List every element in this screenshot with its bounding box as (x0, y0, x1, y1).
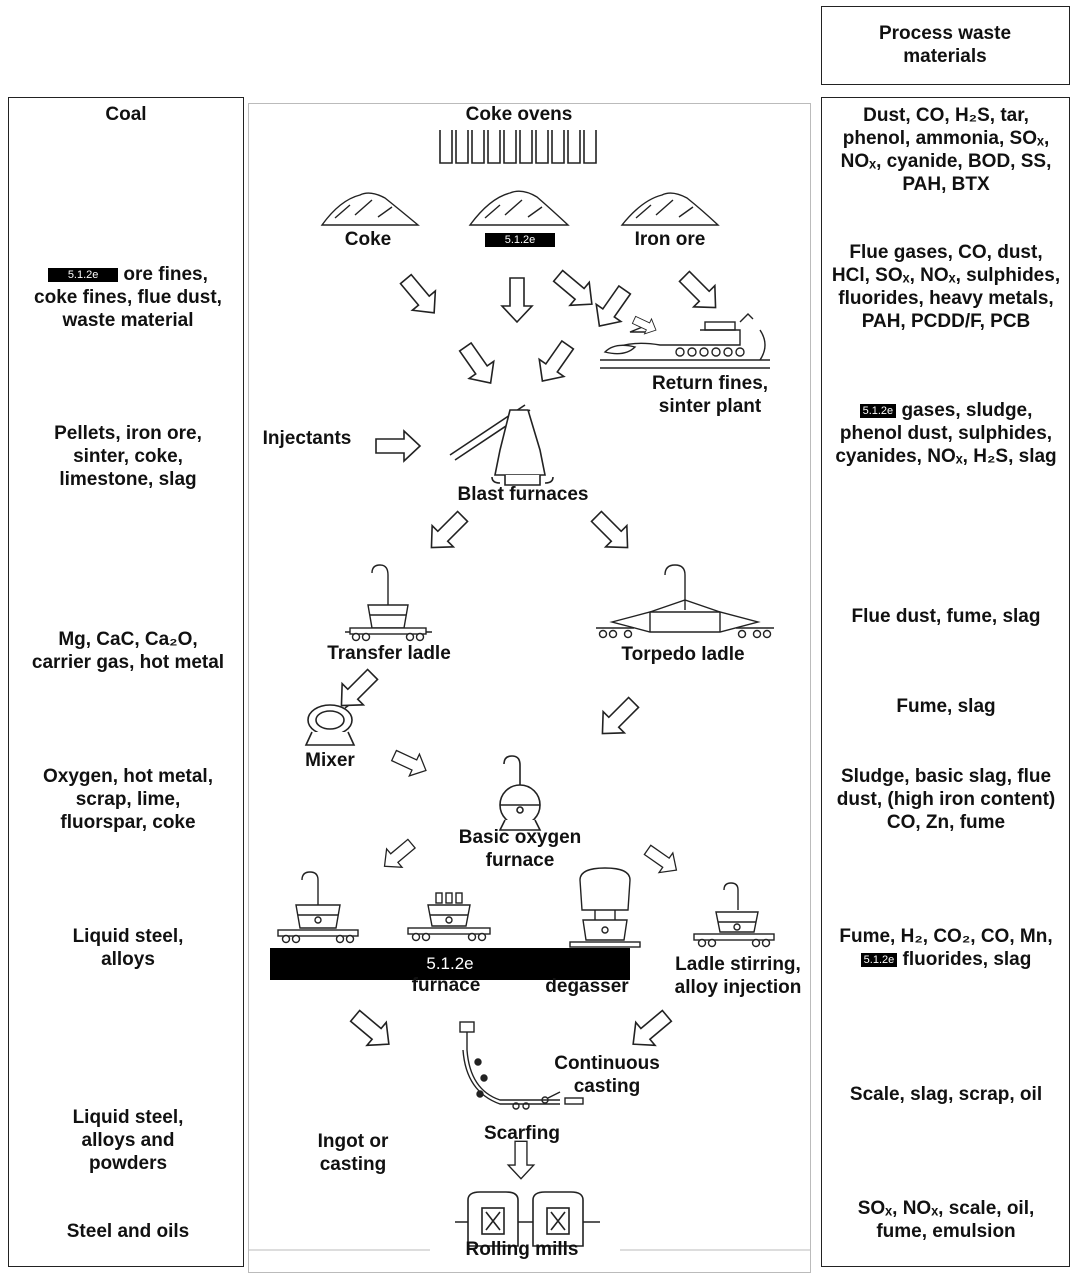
label-ingot: Ingot or casting (317, 1131, 389, 1175)
label-injectants: Injectants (262, 428, 352, 449)
right-item-4: Flue dust, fume, slag (851, 606, 1041, 627)
label-torpedo-ladle: Torpedo ladle (621, 644, 745, 665)
right-item-7: Fume, H₂, CO₂, CO, Mn, 5.1.2e fluorides,… (839, 926, 1053, 970)
arrow-injectants (375, 430, 421, 462)
torpedo-ladle-icon (596, 564, 774, 639)
arrow-mixer-to-bof (388, 744, 432, 782)
arrow-ore-to-sinter-2 (673, 265, 727, 319)
arrow-coke-down (393, 268, 447, 324)
arrow-torpedo-to-bof (591, 691, 645, 745)
continuous-casting-icon (459, 1021, 584, 1110)
bof-icon (498, 755, 542, 831)
mixer-icon (304, 701, 356, 746)
label-rolling-mills: Rolling mills (465, 1239, 579, 1260)
blast-furnace-icon (449, 404, 554, 486)
left-title: Coal (105, 104, 147, 125)
redaction-mark: 5.1.2e (860, 952, 898, 967)
right-item-3: 5.1.2e gases, sludge, phenol dust, sulph… (835, 400, 1057, 467)
left-item-6: Liquid steel, alloys and powders (72, 1107, 184, 1174)
right-item-5: Fume, slag (896, 696, 996, 717)
arrow-return-fines (529, 335, 581, 391)
arrow-ore-to-sinter-1 (586, 280, 638, 336)
label-degasser: degasser (545, 976, 629, 997)
arrow-to-casting-left (344, 1003, 400, 1057)
label-blast-furnaces: Blast furnaces (457, 484, 589, 505)
degasser-icon (569, 867, 641, 948)
ladle-furnace-icon-1 (277, 871, 359, 944)
left-item-1: 5.1.2e ore fines, coke fines, flue dust,… (34, 264, 222, 331)
label-return-fines: Return fines, sinter plant (651, 373, 769, 417)
arrow-scarfing-to-mills (507, 1140, 535, 1180)
coke-pile-icon (320, 192, 420, 226)
right-column-box (821, 97, 1070, 1267)
right-item-2: Flue gases, CO, dust, HCl, SOₓ, NOₓ, sul… (831, 242, 1061, 332)
right-item-6: Sludge, basic slag, flue dust, (high iro… (836, 766, 1056, 833)
middle-pile-icon (468, 190, 570, 226)
rolling-mill-icon (455, 1191, 600, 1247)
label-mixer: Mixer (305, 750, 355, 771)
left-item-3: Mg, CaC, Ca₂O, carrier gas, hot metal (31, 629, 225, 673)
label-coke-ovens: Coke ovens (465, 104, 573, 125)
sinter-plant-icon (600, 313, 770, 369)
arrow-middle-down (501, 277, 533, 323)
arrow-bof-to-left (376, 833, 420, 877)
transfer-ladle-icon (345, 564, 432, 642)
redaction-mark: 5.1.2e (48, 267, 119, 282)
redaction-mark: 5.1.2e (485, 232, 555, 247)
label-coke: Coke (344, 229, 392, 250)
left-item-2: Pellets, iron ore, sinter, coke, limesto… (54, 423, 202, 490)
left-item-4: Oxygen, hot metal, scrap, lime, fluorspa… (43, 766, 213, 833)
label-furnace: furnace (411, 975, 481, 996)
arrow-bof-to-right (640, 839, 684, 881)
redaction-mark: 5.1.2e (859, 403, 897, 418)
label-transfer-ladle: Transfer ladle (327, 643, 451, 664)
coke-ovens-icon (439, 130, 597, 164)
waste-header: Process waste materials (878, 23, 1012, 67)
label-middle-redacted: 5.1.2e (475, 228, 565, 251)
ladle-stirring-icon (693, 882, 775, 948)
arrow-to-blast-furnace (452, 337, 504, 393)
label-iron-ore: Iron ore (634, 229, 706, 250)
left-column-box (8, 97, 244, 1267)
right-item-8: Scale, slag, scrap, oil (849, 1084, 1043, 1105)
arrow-bf-to-torpedo (585, 505, 639, 559)
label-continuous-casting: Continuous casting (554, 1053, 660, 1097)
arrow-to-casting-right (622, 1003, 678, 1057)
arrow-bf-to-transfer (420, 505, 474, 559)
left-item-5: Liquid steel, alloys (72, 926, 184, 970)
ladle-furnace-icon-2 (407, 892, 491, 942)
iron-ore-pile-icon (620, 192, 720, 226)
label-ladle-stirring: Ladle stirring, alloy injection (674, 954, 802, 998)
left-item-7: Steel and oils (66, 1221, 190, 1242)
arrow-middle-to-sinter (547, 263, 603, 317)
label-scarfing: Scarfing (483, 1123, 561, 1144)
arrow-small-sinter (630, 311, 660, 339)
label-bottom-redacted: 5.1.2e (270, 948, 630, 980)
waste-header-box (821, 6, 1070, 85)
label-bof: Basic oxygen furnace (458, 827, 582, 871)
right-item-9: SOₓ, NOₓ, scale, oil, fume, emulsion (857, 1198, 1035, 1242)
right-item-1: Dust, CO, H₂S, tar, phenol, ammonia, SOₓ… (840, 105, 1052, 195)
